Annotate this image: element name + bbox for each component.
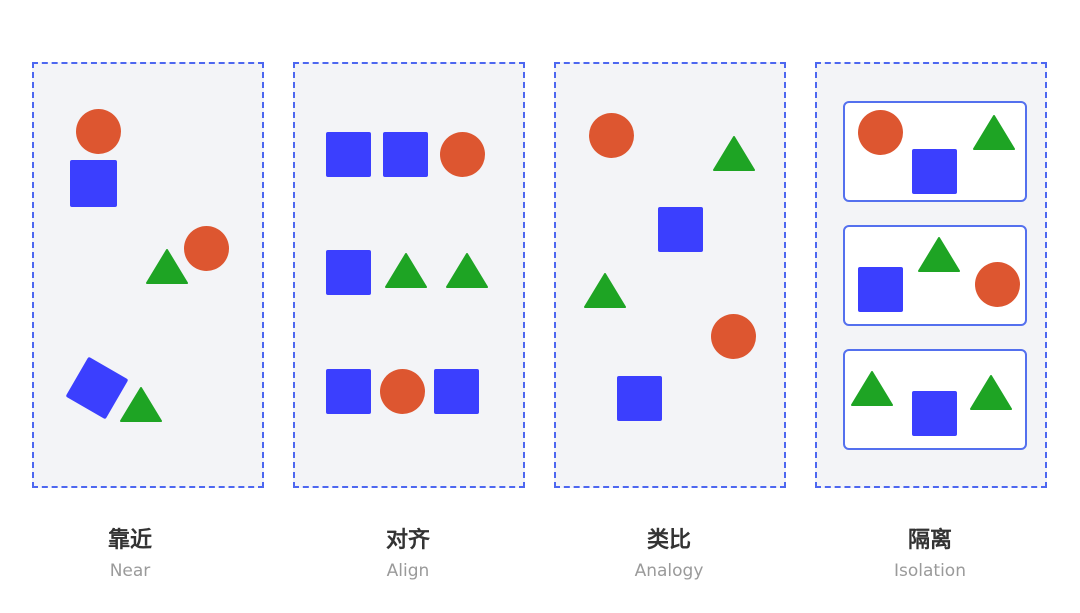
circle [858, 110, 903, 155]
analogy-title: 类比 [646, 528, 691, 553]
group-box [843, 101, 1027, 202]
square [912, 391, 957, 436]
triangle [970, 375, 1012, 410]
align-title: 对齐 [385, 528, 430, 553]
square [326, 369, 371, 414]
circle [711, 314, 756, 359]
triangle [973, 115, 1015, 150]
square [434, 369, 479, 414]
isolation-title: 隔离 [907, 528, 952, 553]
group-box [843, 225, 1027, 326]
triangle [851, 371, 893, 406]
square [70, 160, 117, 207]
circle [380, 369, 425, 414]
square [617, 376, 662, 421]
circle [76, 109, 121, 154]
square [326, 132, 371, 177]
circle [589, 113, 634, 158]
triangle [918, 237, 960, 272]
isolation-panel [815, 62, 1047, 488]
triangle [584, 273, 626, 308]
isolation-subtitle: Isolation [894, 561, 966, 581]
circle [440, 132, 485, 177]
near-subtitle: Near [109, 561, 151, 581]
square [383, 132, 428, 177]
triangle [385, 253, 427, 288]
near-panel [32, 62, 264, 488]
square [658, 207, 703, 252]
group-box [843, 349, 1027, 450]
square [65, 356, 129, 420]
align-panel [293, 62, 525, 488]
square [858, 267, 903, 312]
square [326, 250, 371, 295]
square [912, 149, 957, 194]
analogy-panel [554, 62, 786, 488]
triangle [713, 136, 755, 171]
triangle [446, 253, 488, 288]
triangle [120, 387, 162, 422]
circle [975, 262, 1020, 307]
near-title: 靠近 [107, 528, 152, 553]
align-subtitle: Align [386, 561, 430, 581]
circle [184, 226, 229, 271]
triangle [146, 249, 188, 284]
analogy-subtitle: Analogy [634, 561, 704, 581]
